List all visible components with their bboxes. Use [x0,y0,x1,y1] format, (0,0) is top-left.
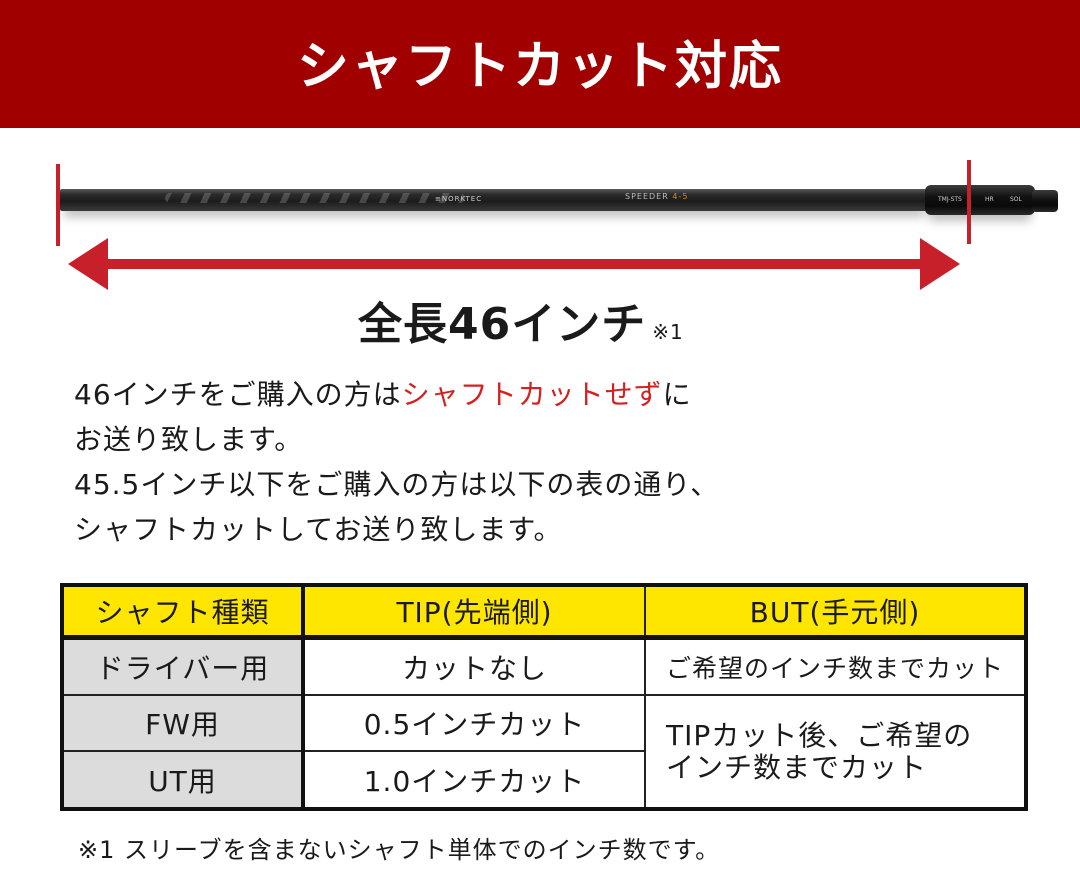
arrow-right-icon [920,238,960,290]
row-tip: 1.0インチカット [302,750,646,810]
sleeve-label: TMJ-STS [938,196,962,203]
row-type: FW用 [61,694,305,753]
shaft-sleeve-tip [1032,190,1058,212]
footnote: ※1 スリーブを含まないシャフト単体でのインチ数です。 [78,836,721,864]
row-but: ご希望のインチ数までカット [644,635,1027,697]
shaft-illustration: ≡NORKTEC SPEEDER 4-5 TMJ-STS HR SOL [0,128,1080,298]
table-row: UT用 1.0インチカット [61,750,1026,810]
sleeve-label: HR [985,196,994,203]
description-line-3: 45.5インチ以下をご購入の方は以下の表の通り、 [74,468,720,501]
footnote-reference: ※1 [652,320,684,344]
table-row: ドライバー用 カットなし ご希望のインチ数までカット [61,635,1027,697]
table-header-row: シャフト種類 TIP(先端側) BUT(手元側) [61,584,1027,640]
shaft-brand-text: ≡NORKTEC [435,195,483,203]
length-arrow-line [100,259,930,269]
sleeve-label: SOL [1010,196,1022,203]
total-length-heading: 全長46インチ※1 [358,288,684,352]
total-length-text: 全長46インチ [358,299,647,350]
description-line-4: シャフトカットしてお送り致します。 [74,513,563,546]
row-type: UT用 [61,750,305,810]
table-row: FW用 0.5インチカット TIPカット後、ご希望の インチ数までカット [61,694,1027,810]
row-tip: カットなし [302,635,646,697]
shaft-sleeve [925,185,1035,215]
shaft-graphic-pattern [165,193,465,203]
row-tip: 0.5インチカット [302,694,646,753]
golf-shaft-image: ≡NORKTEC SPEEDER 4-5 [60,189,928,211]
description-line-1: 46インチをご購入の方はシャフトカットせずに [74,378,692,411]
right-length-marker [967,160,971,244]
description-line-2: お送り致します。 [74,423,304,456]
description-text: 46インチをご購入の方はシャフトカットせずに お送り致します。 45.5インチ以… [74,372,994,552]
header-shaft-type: シャフト種類 [61,584,305,640]
row-type: ドライバー用 [61,635,305,697]
header-tip: TIP(先端側) [302,584,646,640]
shaft-model-text: SPEEDER 4-5 [625,192,689,201]
banner-title: シャフトカット対応 [296,36,783,97]
left-length-marker [56,164,60,246]
header-but: BUT(手元側) [644,584,1027,640]
title-banner: シャフトカット対応 [0,0,1080,128]
row-but-merged: TIPカット後、ご希望の インチ数までカット [644,694,1027,810]
shaft-cut-table: シャフト種類 TIP(先端側) BUT(手元側) ドライバー用 カットなし ご希… [60,583,1028,811]
highlight-no-cut: シャフトカットせず [401,378,663,411]
